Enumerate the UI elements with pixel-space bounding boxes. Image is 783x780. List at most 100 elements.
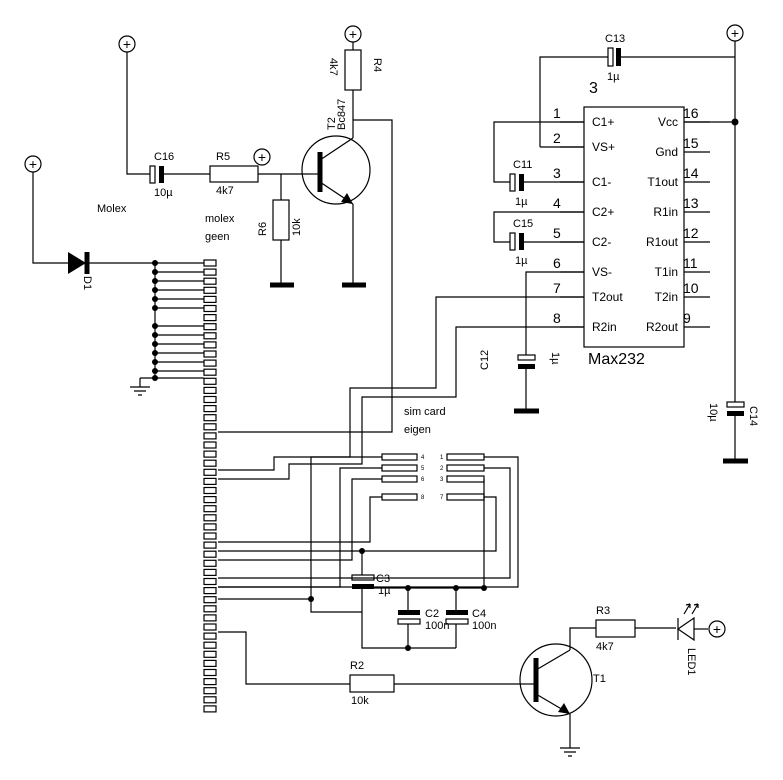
connector-pin xyxy=(203,359,217,367)
diode-d1: + D1 xyxy=(24,155,155,290)
power-symbol-c16: + xyxy=(118,35,136,53)
ic-pin-number: 10 xyxy=(683,280,699,296)
ic-pin-number: 5 xyxy=(553,225,561,241)
ic-pin-label: C2+ xyxy=(592,205,614,219)
svg-text:Bc847: Bc847 xyxy=(336,99,348,130)
connector-pin xyxy=(203,405,217,413)
sim-pad xyxy=(381,464,418,472)
sim-pad-number: 2 xyxy=(440,466,444,472)
ic-pin-label: R1out xyxy=(646,235,679,249)
connector-pin xyxy=(203,277,217,285)
svg-text:+: + xyxy=(29,156,37,172)
power-symbol-r4: + xyxy=(344,25,362,43)
ic-pin-label: R1in xyxy=(653,205,678,219)
connector-pin xyxy=(203,386,217,394)
connector-pin xyxy=(203,532,217,540)
connector-pin xyxy=(203,468,217,476)
capacitor-c16: C16 10µ xyxy=(149,151,174,199)
svg-text:10k: 10k xyxy=(291,218,303,236)
wire-r2in xyxy=(218,326,584,480)
label-sim-card-1: sim card xyxy=(404,406,446,418)
svg-text:+: + xyxy=(123,36,131,52)
capacitor-c14: C14 10µ xyxy=(707,401,759,464)
input-stage: + C16 10µ R5 4k7 + R6 10k xyxy=(118,25,393,433)
svg-text:C3: C3 xyxy=(376,573,390,585)
svg-text:T1: T1 xyxy=(593,673,606,685)
sim-pad xyxy=(446,493,485,501)
svg-text:C12: C12 xyxy=(479,350,491,370)
sim-pad xyxy=(446,475,485,483)
connector-pin xyxy=(203,395,217,404)
ic-pin-number: 4 xyxy=(553,195,561,211)
svg-text:R6: R6 xyxy=(257,222,269,236)
svg-text:1µ: 1µ xyxy=(607,71,620,83)
svg-text:C16: C16 xyxy=(154,151,174,163)
transistor-t2: T2 Bc847 xyxy=(301,99,371,205)
connector-pin xyxy=(203,459,217,467)
svg-text:C15: C15 xyxy=(513,218,533,230)
connector-pin xyxy=(203,314,217,322)
connector-pin xyxy=(203,632,217,640)
connector-pin xyxy=(203,614,217,622)
ic-pin-number: 7 xyxy=(553,280,561,296)
connector-header xyxy=(152,259,217,713)
connector-pin xyxy=(203,332,217,340)
led-led1: LED1 xyxy=(676,603,708,676)
svg-text:+: + xyxy=(713,621,721,637)
label-molex-geen-1: molex xyxy=(205,213,235,225)
svg-text:1µ: 1µ xyxy=(515,196,528,208)
capacitor-c12: C12 1µ xyxy=(479,271,584,414)
wire-t2out xyxy=(218,296,584,471)
svg-text:1µ: 1µ xyxy=(378,585,391,597)
capacitor-c3: C3 1µ xyxy=(351,551,484,649)
svg-text:10µ: 10µ xyxy=(154,187,173,199)
connector-pin xyxy=(203,523,217,531)
connector-pin xyxy=(203,650,217,658)
svg-text:R5: R5 xyxy=(216,151,230,163)
ic-pin-number: 13 xyxy=(683,195,699,211)
transistor-t1: T1 xyxy=(519,643,606,717)
ic-pin-label: R2in xyxy=(592,320,617,334)
connector-pin xyxy=(203,350,217,358)
connector-pin xyxy=(203,596,217,604)
connector-pin xyxy=(203,559,217,567)
svg-text:C13: C13 xyxy=(605,33,625,45)
sim-pad xyxy=(381,453,418,461)
ic-pin-number: 3 xyxy=(553,165,561,181)
connector-pin xyxy=(203,505,217,513)
connector-pin xyxy=(203,295,217,303)
svg-text:R2: R2 xyxy=(350,660,364,672)
connector-pin xyxy=(203,259,217,267)
connector-pin xyxy=(203,668,217,677)
ic-pin-label: VS+ xyxy=(592,140,615,154)
svg-text:4k7: 4k7 xyxy=(596,641,614,653)
ic-pin-label: VS- xyxy=(592,265,612,279)
ic-pin-label: Gnd xyxy=(655,145,678,159)
power-symbol-d1: + xyxy=(24,155,42,173)
capacitor-c2: C2 100n xyxy=(397,588,449,651)
connector-pin xyxy=(203,577,217,586)
ic-pin-number: 8 xyxy=(553,310,561,326)
max232-ic: 3 Max232 1C1+2VS+3C1-4C2+5C2-6VS-7T2out8… xyxy=(553,80,710,368)
ic-pin-number: 6 xyxy=(553,255,561,271)
connector-pin xyxy=(203,623,217,631)
connector-pin xyxy=(203,605,217,613)
ic-pin-label: T1out xyxy=(647,175,678,189)
svg-text:10µ: 10µ xyxy=(707,403,719,422)
connector-pin xyxy=(203,677,217,686)
ic-pin-label: C1+ xyxy=(592,115,614,129)
connector-pin xyxy=(203,423,217,431)
label-molex-geen-2: geen xyxy=(205,231,229,243)
sim-pad xyxy=(446,453,485,461)
sim-wiring xyxy=(218,456,519,613)
connector-pin xyxy=(203,477,217,485)
connector-pin xyxy=(203,659,217,668)
connector-bus xyxy=(130,263,156,396)
capacitor-c11: C11 1µ xyxy=(493,121,584,208)
connector-pin xyxy=(203,304,217,313)
svg-text:C2: C2 xyxy=(425,608,439,620)
ic-pin-number: 15 xyxy=(683,135,699,151)
svg-text:LED1: LED1 xyxy=(685,648,697,676)
connector-pin xyxy=(203,323,217,331)
sim-pad-number: 3 xyxy=(440,477,444,483)
